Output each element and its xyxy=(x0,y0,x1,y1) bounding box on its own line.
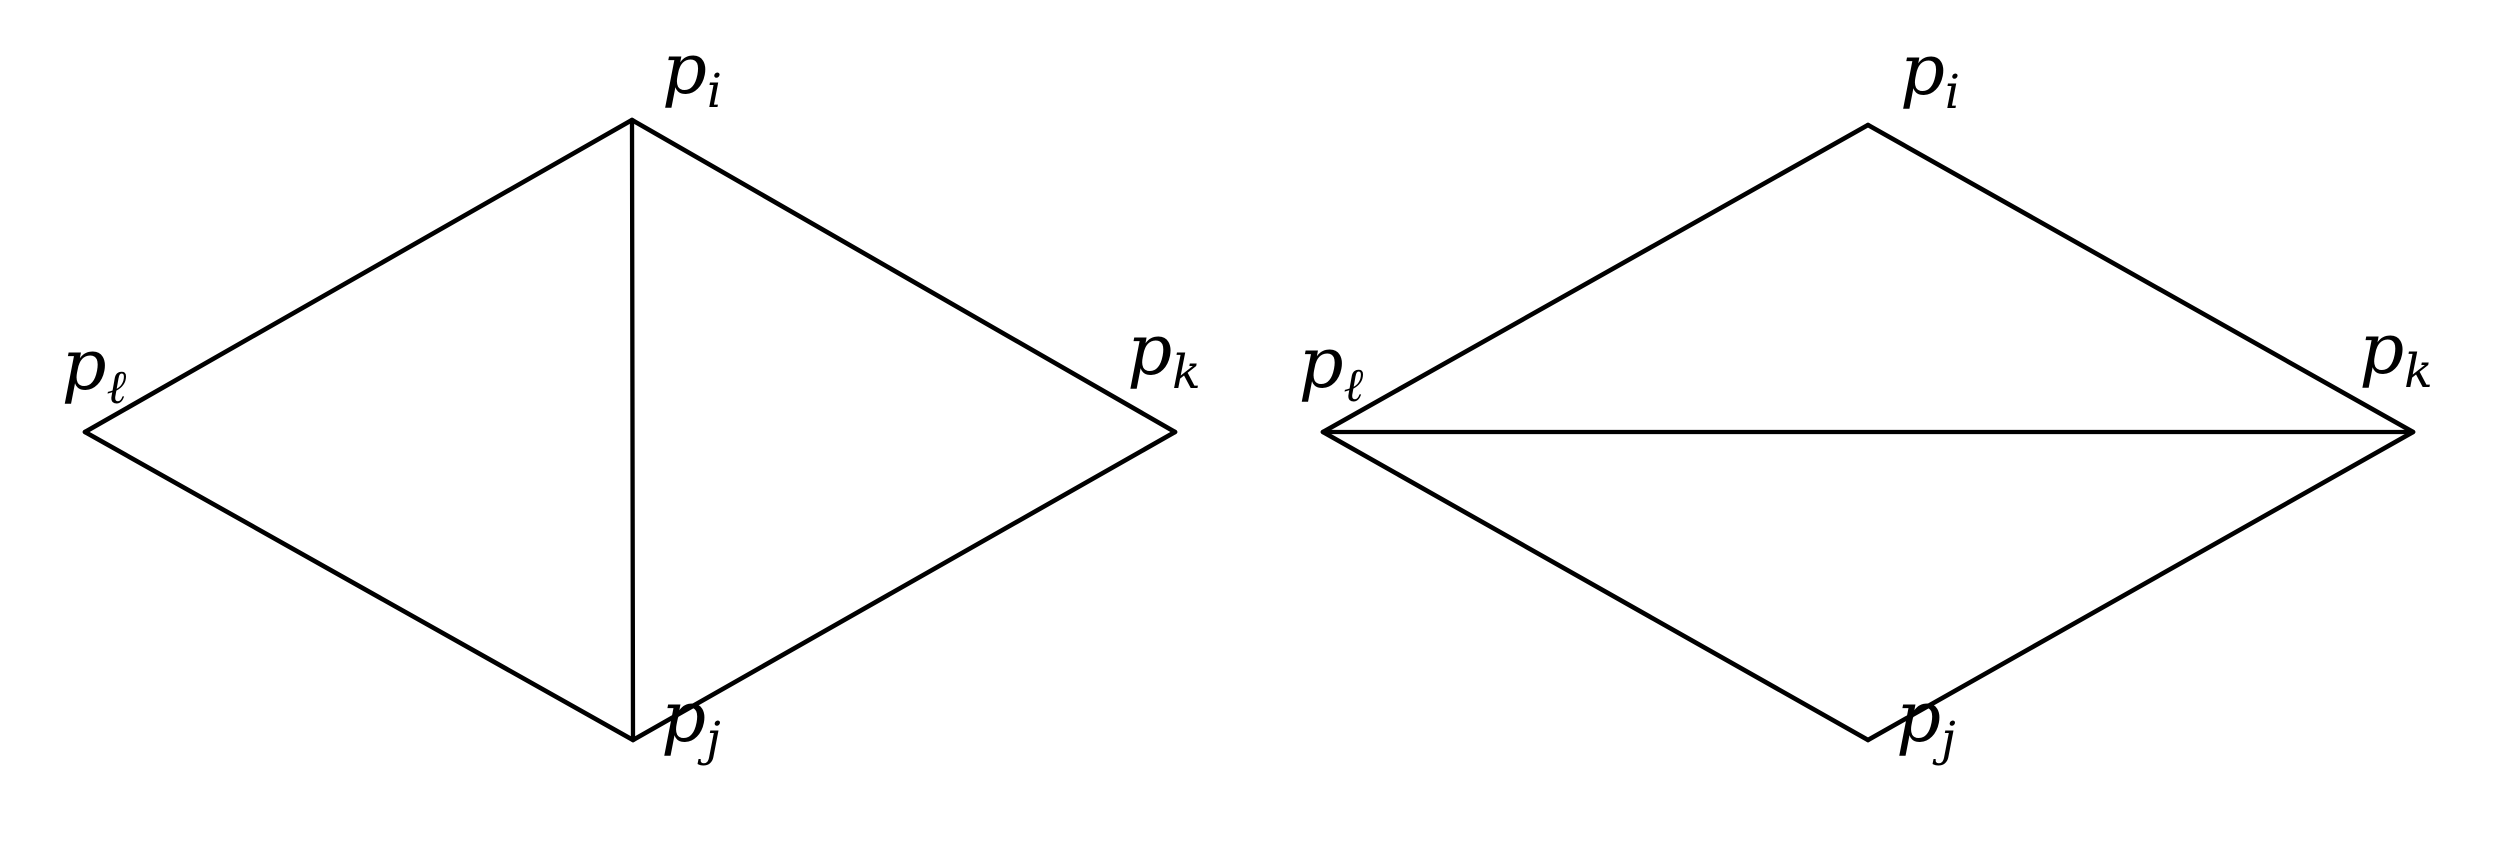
vertex-label-pk: pk xyxy=(1127,309,1200,400)
vertex-label-pi: pi xyxy=(662,28,722,119)
edge-pi-pk-outer xyxy=(1865,122,2416,435)
edge-pk-pj-outer xyxy=(1865,429,2416,743)
edge-pk-pj-outer xyxy=(630,429,1178,743)
vertex-label-pj: pj xyxy=(1896,676,1955,767)
quad-diagonal-ij: pi pk pj pℓ xyxy=(62,28,1201,767)
vertex-label-pl: pℓ xyxy=(62,324,127,415)
edge-pi-pk-outer xyxy=(629,117,1178,435)
vertex-label-pl: pℓ xyxy=(1299,322,1364,413)
edge-pj-pl-outer xyxy=(1320,429,1871,743)
vertex-label-pk: pk xyxy=(2359,308,2432,399)
vertex-label-pj: pj xyxy=(661,676,720,767)
edge-pi-pj-diagonal xyxy=(629,117,636,743)
edge-pj-pl-outer xyxy=(82,429,636,743)
quad-diagonal-lk: pi pk pj pℓ xyxy=(1299,29,2433,767)
vertex-label-pi: pi xyxy=(1900,29,1960,120)
edge-pl-pi-outer xyxy=(1320,122,1871,435)
edge-pl-pi-outer xyxy=(82,117,635,435)
